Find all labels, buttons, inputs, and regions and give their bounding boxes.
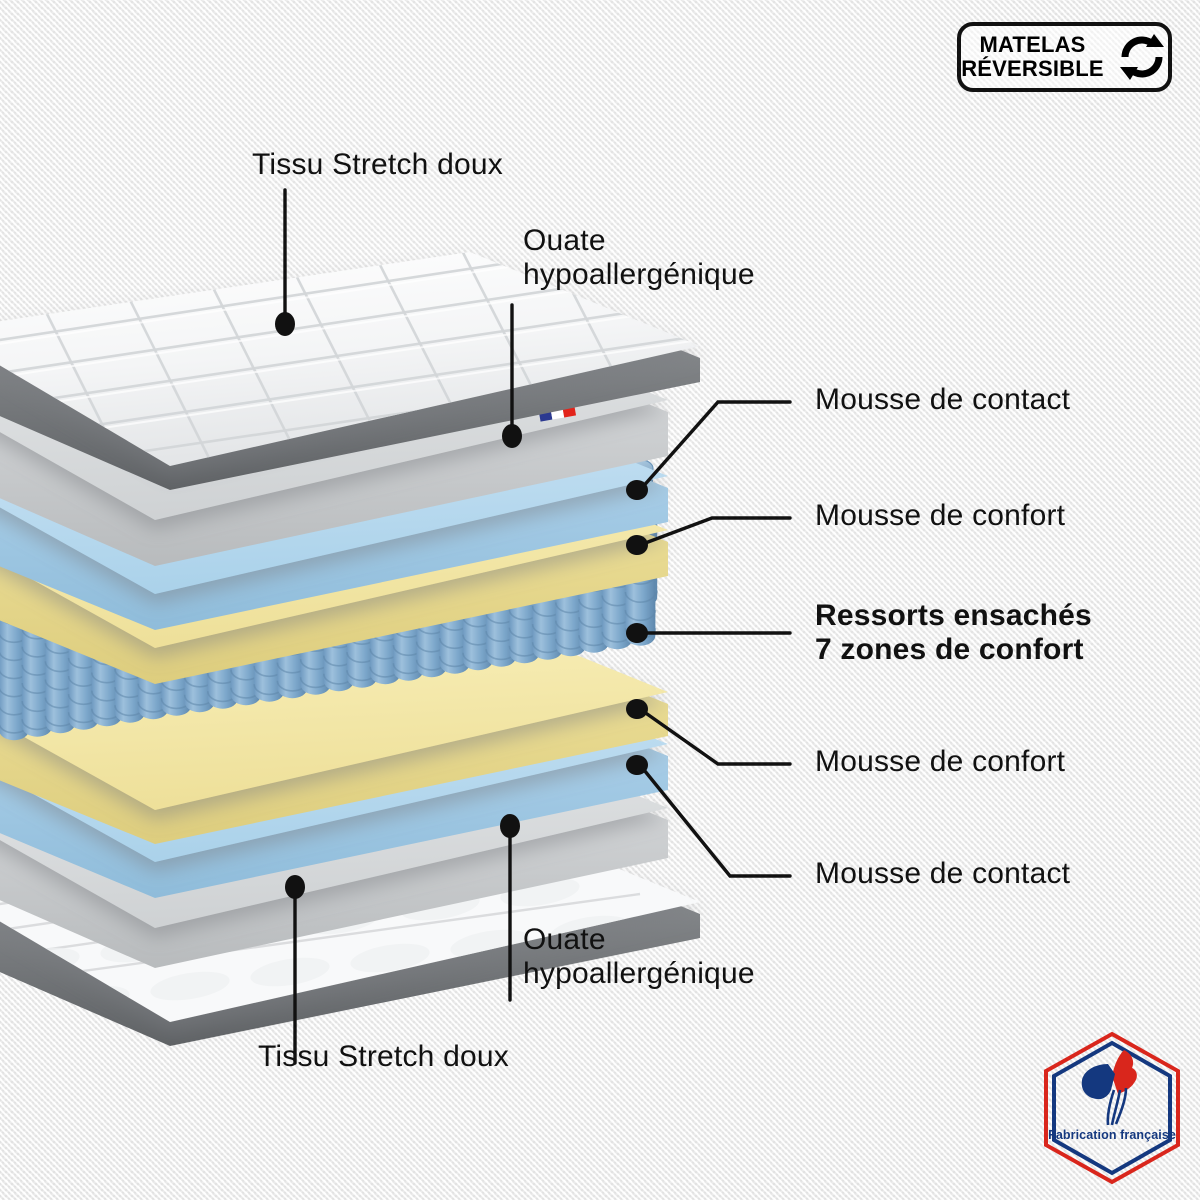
dot-tissu-top (275, 312, 295, 336)
label-ouate-hypoallergenique-bottom: Ouate hypoallergénique (523, 923, 755, 990)
label-tissu-stretch-doux-top: Tissu Stretch doux (252, 148, 503, 181)
leader-lines (283, 188, 792, 1065)
dot-confort-top (626, 535, 648, 555)
label-ressorts-ensaches: Ressorts ensachés 7 zones de confort (815, 599, 1092, 666)
label-ouate-hypoallergenique-top: Ouate hypoallergénique (523, 224, 755, 291)
label-mousse-de-contact-top: Mousse de contact (815, 383, 1071, 416)
dot-ouate-top (502, 424, 522, 448)
label-mousse-de-confort-bottom: Mousse de confort (815, 745, 1066, 778)
layer-tissu-stretch-doux-top (0, 252, 700, 490)
dot-ouate-bottom (500, 814, 520, 838)
label-mousse-de-contact-bottom: Mousse de contact (815, 857, 1071, 890)
reversible-badge-line1: MATELAS (979, 32, 1086, 58)
reversible-badge-line2: RÉVERSIBLE (961, 56, 1104, 81)
dot-contact-bottom (626, 755, 648, 775)
dot-contact-top (626, 480, 648, 500)
hexagon-rooster-icon (1044, 1031, 1180, 1185)
dot-ressorts (626, 623, 648, 643)
label-mousse-de-confort-top: Mousse de confort (815, 499, 1066, 532)
fabrication-francaise-logo: Fabrication française (1036, 1030, 1188, 1190)
reversible-arrows-icon (1119, 34, 1164, 80)
dot-confort-bottom (626, 699, 648, 719)
label-tissu-stretch-doux-bottom: Tissu Stretch doux (258, 1040, 509, 1073)
dot-tissu-bottom (285, 875, 305, 899)
fabrication-francaise-caption: Fabrication française (1048, 1128, 1176, 1142)
leader-dots (275, 312, 648, 899)
